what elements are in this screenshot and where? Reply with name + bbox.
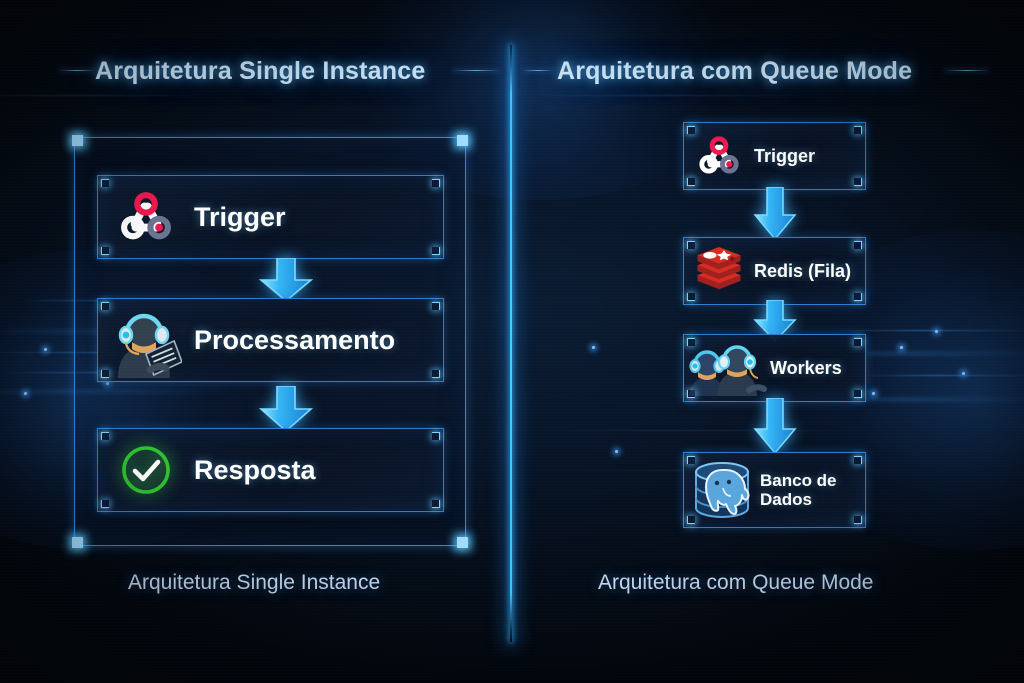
bg-spark (962, 372, 965, 375)
node-corner (432, 179, 440, 187)
node-processamento[interactable]: Processamento (97, 298, 444, 382)
node-corner (854, 390, 862, 398)
frame-corner-top-right (457, 135, 468, 146)
node-corner (687, 293, 695, 301)
bg-spark (44, 348, 47, 351)
node-resposta[interactable]: Resposta (97, 428, 444, 512)
bg-spark (935, 330, 938, 333)
webhook-icon (98, 189, 194, 245)
node-corner (687, 126, 695, 134)
arrow-trigger-to-redis (753, 187, 797, 240)
node-corner (101, 432, 109, 440)
right-column-caption: Arquitetura com Queue Mode (598, 571, 874, 594)
node-corner (101, 500, 109, 508)
node-corner (687, 241, 695, 249)
node-corner (101, 302, 109, 310)
frame-corner-bottom-left (72, 537, 83, 548)
operator-headset-icon (98, 302, 194, 378)
workers-headset-icon (684, 340, 770, 396)
node-corner (432, 302, 440, 310)
node-corner (432, 370, 440, 378)
bg-spark (872, 392, 875, 395)
node-corner (101, 179, 109, 187)
node-label: Redis (Fila) (754, 260, 852, 281)
vertical-divider (510, 45, 512, 642)
node-corner (854, 516, 862, 524)
title-rule-right-end (944, 70, 990, 71)
node-corner (687, 338, 695, 346)
node-label: Processamento (194, 324, 396, 355)
node-redis[interactable]: Redis (Fila) (683, 237, 866, 305)
node-label: Trigger (194, 201, 286, 232)
node-corner (101, 370, 109, 378)
node-corner (854, 293, 862, 301)
frame-corner-bottom-right (457, 537, 468, 548)
node-banco-de-dados[interactable]: Banco de Dados (683, 452, 866, 528)
node-corner (687, 390, 695, 398)
node-corner (432, 247, 440, 255)
node-label: Trigger (754, 145, 816, 166)
node-label: Workers (770, 357, 842, 378)
node-label: Resposta (194, 454, 316, 485)
arrow-processamento-to-resposta (258, 386, 314, 432)
node-corner (854, 456, 862, 464)
bg-streak (830, 330, 1024, 331)
arrow-trigger-to-processamento (258, 258, 314, 302)
node-corner (854, 241, 862, 249)
bg-spark (24, 392, 27, 395)
node-label: Banco de Dados (760, 470, 837, 509)
bg-streak (540, 430, 870, 431)
node-corner (687, 178, 695, 186)
bg-streak (0, 95, 220, 96)
arrow-workers-to-banco (753, 398, 797, 454)
webhook-icon (684, 134, 754, 178)
right-column-title: Arquitetura com Queue Mode (557, 57, 913, 85)
title-rule-left-end (452, 70, 500, 71)
title-rule-left (58, 70, 96, 71)
left-column-caption: Arquitetura Single Instance (128, 571, 381, 594)
node-corner (854, 338, 862, 346)
node-corner (854, 126, 862, 134)
left-column-title: Arquitetura Single Instance (95, 57, 426, 85)
node-corner (101, 247, 109, 255)
node-trigger-right[interactable]: Trigger (683, 122, 866, 190)
bg-streak (860, 375, 1024, 376)
node-corner (687, 516, 695, 524)
bg-spark (615, 450, 618, 453)
bg-spark (592, 346, 595, 349)
frame-corner-top-left (72, 135, 83, 146)
check-circle-icon (98, 442, 194, 498)
node-workers[interactable]: Workers (683, 334, 866, 402)
bg-spark (900, 346, 903, 349)
postgres-database-icon (684, 458, 760, 522)
bg-streak (520, 95, 820, 96)
node-corner (432, 500, 440, 508)
redis-logo-icon (684, 247, 754, 295)
node-corner (854, 178, 862, 186)
title-rule-right (522, 70, 554, 71)
node-corner (687, 456, 695, 464)
node-corner (432, 432, 440, 440)
node-trigger-left[interactable]: Trigger (97, 175, 444, 259)
